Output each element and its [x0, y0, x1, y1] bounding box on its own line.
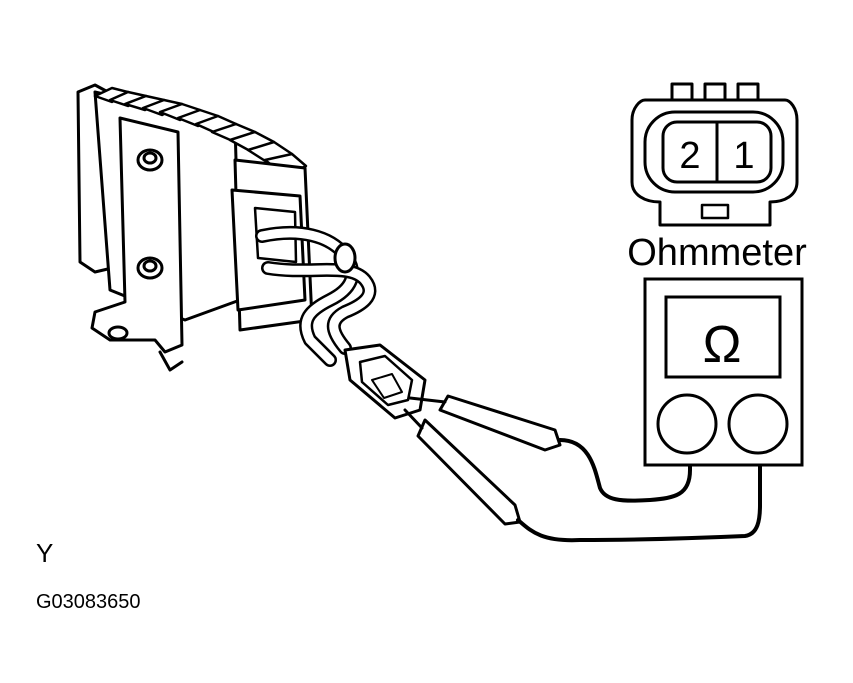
- wire-harness: [255, 225, 377, 367]
- bracket-bolt-upper: [136, 148, 164, 172]
- meter-display: [664, 295, 782, 379]
- test-probes: [403, 394, 562, 526]
- connector-pin-2: 2: [679, 135, 700, 177]
- view-label: Y: [36, 538, 53, 568]
- meter-leads: [516, 438, 762, 543]
- lead-lower: [516, 453, 762, 543]
- meter-jack-left: [656, 393, 718, 455]
- bracket-bolt-lower: [136, 256, 164, 280]
- meter-label: Ohmmeter: [627, 232, 807, 274]
- mounting-bracket: [90, 116, 184, 354]
- connector-pin-1: 1: [733, 135, 754, 177]
- connector-face-icon: [630, 82, 799, 227]
- inline-connector: [343, 343, 427, 420]
- control-module: [76, 83, 314, 372]
- ohmmeter-icon: [643, 277, 804, 467]
- probe-lower: [416, 418, 522, 526]
- bracket-hole: [107, 325, 129, 341]
- lead-upper: [558, 438, 692, 503]
- module-fins: [93, 86, 308, 178]
- probe-upper: [438, 394, 562, 452]
- figure-code: G03083650: [36, 591, 141, 613]
- meter-jack-right: [727, 393, 789, 455]
- meter-symbol: Ω: [703, 316, 742, 374]
